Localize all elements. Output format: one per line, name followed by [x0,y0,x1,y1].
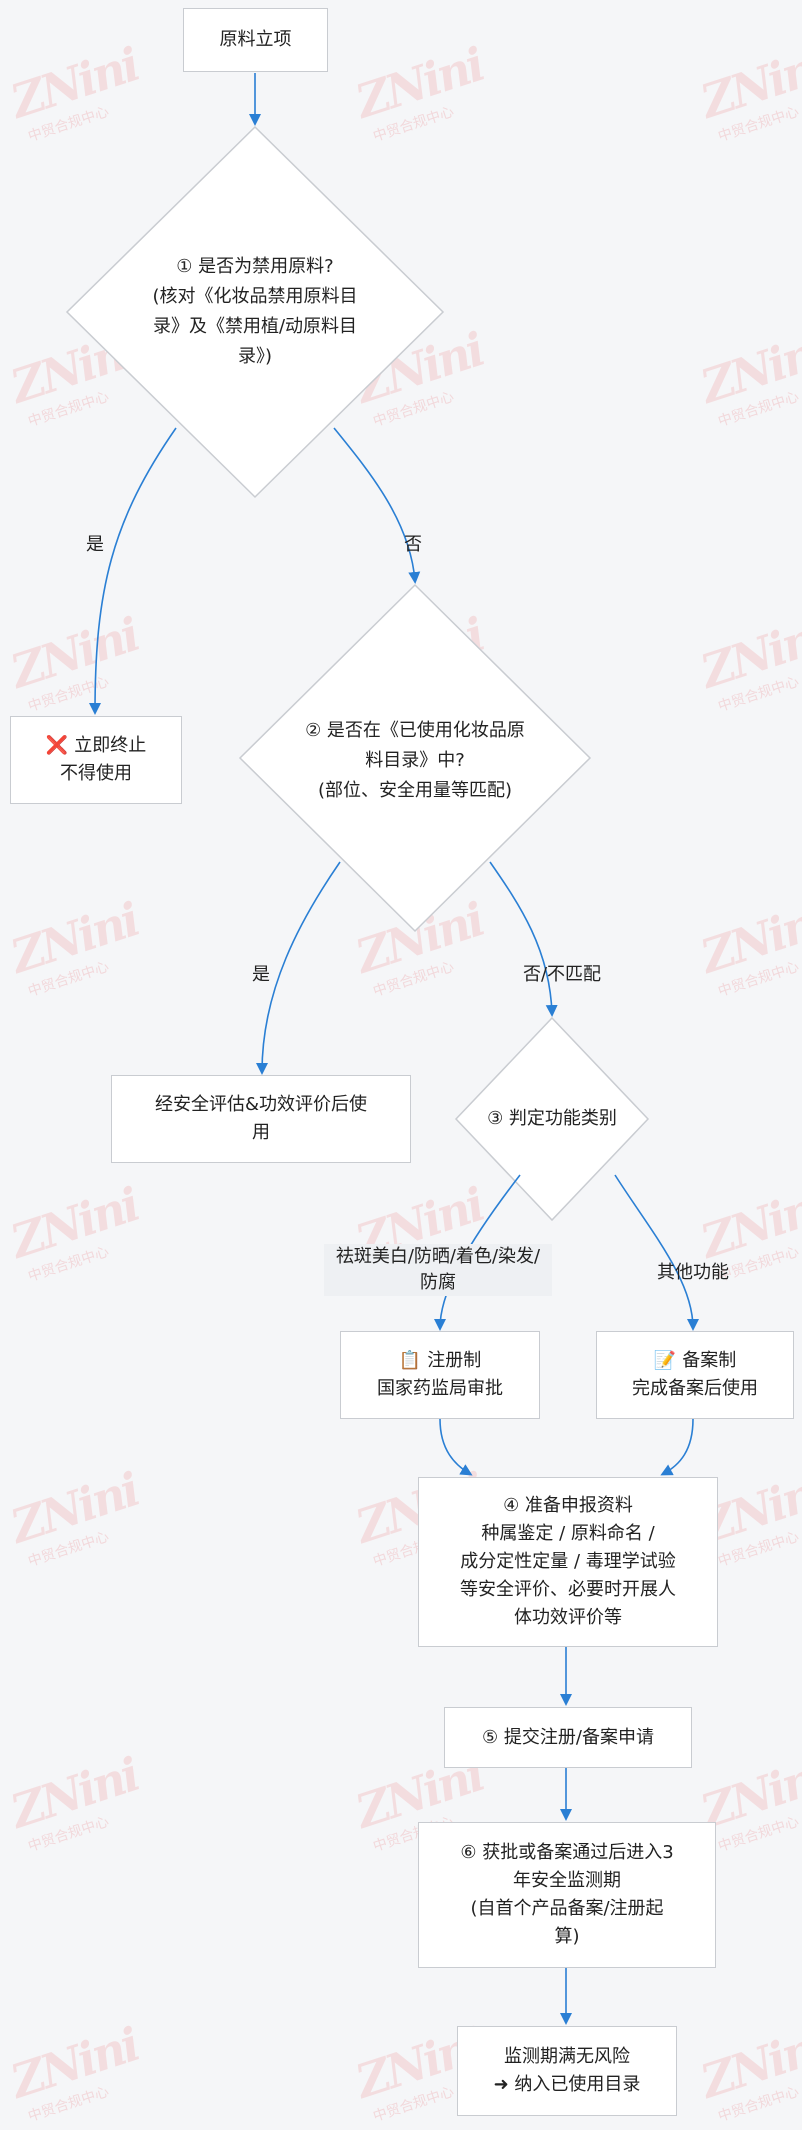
edge-label-q2-no: 否/不匹配 [522,964,602,985]
decision-diamond-2 [238,583,592,933]
arrow-q1-yes [89,427,177,715]
registration-line: 国家药监局审批 [377,1378,503,1399]
monitoring-period-node: ⑥ 获批或备案通过后进入3 年安全监测期 (自首个产品备案/注册起 算) [418,1822,716,1968]
prepare-line: 体功效评价等 [514,1607,622,1628]
final-line: ➜ 纳入已使用目录 [493,2074,641,2095]
cross-mark-icon: ❌ [45,735,69,756]
decision-1-line: 录》及《禁用植/动原料目 [152,316,358,337]
edge-label-q3-other: 其他功能 [657,1262,729,1283]
registration-line: 注册制 [427,1350,482,1371]
arrow-q2-yes [256,861,341,1075]
start-node: 原料立项 [183,8,328,72]
submit-label: ⑤ 提交注册/备案申请 [482,1726,654,1748]
decision-1-text: ① 是否为禁用原料? (核对《化妆品禁用原料目 录》及《禁用植/动原料目 录》) [135,252,375,372]
monitoring-line: ⑥ 获批或备案通过后进入3 [460,1842,674,1863]
final-inclusion-node: 监测期满无风险 ➜ 纳入已使用目录 [457,2026,677,2116]
safety-line: 经安全评估&功效评价后使 [154,1094,368,1115]
edge-label-q1-yes: 是 [86,534,104,555]
monitoring-line: 年安全监测期 [513,1870,621,1891]
clipboard-icon: 📋 [398,1350,422,1371]
arrow-q3-other [614,1174,699,1331]
decision-1-line: ① 是否为禁用原料? [176,256,334,277]
terminate-line: 不得使用 [60,763,132,784]
special-function-line: 防腐 [420,1272,456,1293]
final-line: 监测期满无风险 [504,2046,630,2067]
arrow-register-to-prep [439,1418,473,1476]
registration-node: 📋注册制 国家药监局审批 [340,1331,540,1419]
prepare-line: 种属鉴定 / 原料命名 / [481,1523,655,1544]
safety-line: 用 [252,1122,270,1143]
start-label: 原料立项 [219,29,292,50]
monitoring-line: (自首个产品备案/注册起 [470,1898,664,1919]
prepare-materials-node: ④ 准备申报资料 种属鉴定 / 原料命名 / 成分定性定量 / 毒理学试验 等安… [418,1477,718,1647]
decision-diamond-1 [65,125,445,499]
edge-label-q1-no: 否 [404,534,422,555]
submit-application-node: ⑤ 提交注册/备案申请 [444,1707,692,1768]
decision-2-text: ② 是否在《已使用化妆品原 料目录》中? (部位、安全用量等匹配) [285,713,545,809]
memo-icon: 📝 [653,1350,677,1371]
arrow-filing-to-prep [660,1418,694,1476]
monitoring-line: 算) [554,1926,580,1947]
decision-2-line: ② 是否在《已使用化妆品原 [305,720,525,741]
arrow-q1-no [333,427,421,584]
decision-2-line: 料目录》中? [365,750,465,771]
decision-diamond-3 [454,1016,650,1222]
decision-1-line: (核对《化妆品禁用原料目 [152,286,358,307]
decision-2-line: (部位、安全用量等匹配) [317,780,513,801]
prepare-line: ④ 准备申报资料 [503,1495,633,1516]
decision-1-line: 录》) [237,346,273,367]
edge-label-q2-yes: 是 [252,964,270,985]
edge-label-q3-special: 祛斑美白/防晒/着色/染发/ 防腐 [324,1244,552,1296]
special-function-line: 祛斑美白/防晒/着色/染发/ [335,1246,541,1267]
filing-node: 📝备案制 完成备案后使用 [596,1331,794,1419]
terminate-line: 立即终止 [74,735,147,756]
arrow-q2-no [489,861,558,1017]
terminate-node: ❌立即终止 不得使用 [10,716,182,804]
decision-3-label: ③ 判定功能类别 [487,1108,617,1129]
decision-3-text: ③ 判定功能类别 [462,1104,642,1134]
safety-assessment-node: 经安全评估&功效评价后使 用 [111,1075,411,1163]
prepare-line: 等安全评价、必要时开展人 [460,1579,676,1600]
filing-line: 备案制 [682,1350,737,1371]
filing-line: 完成备案后使用 [632,1378,758,1399]
prepare-line: 成分定性定量 / 毒理学试验 [460,1551,676,1572]
